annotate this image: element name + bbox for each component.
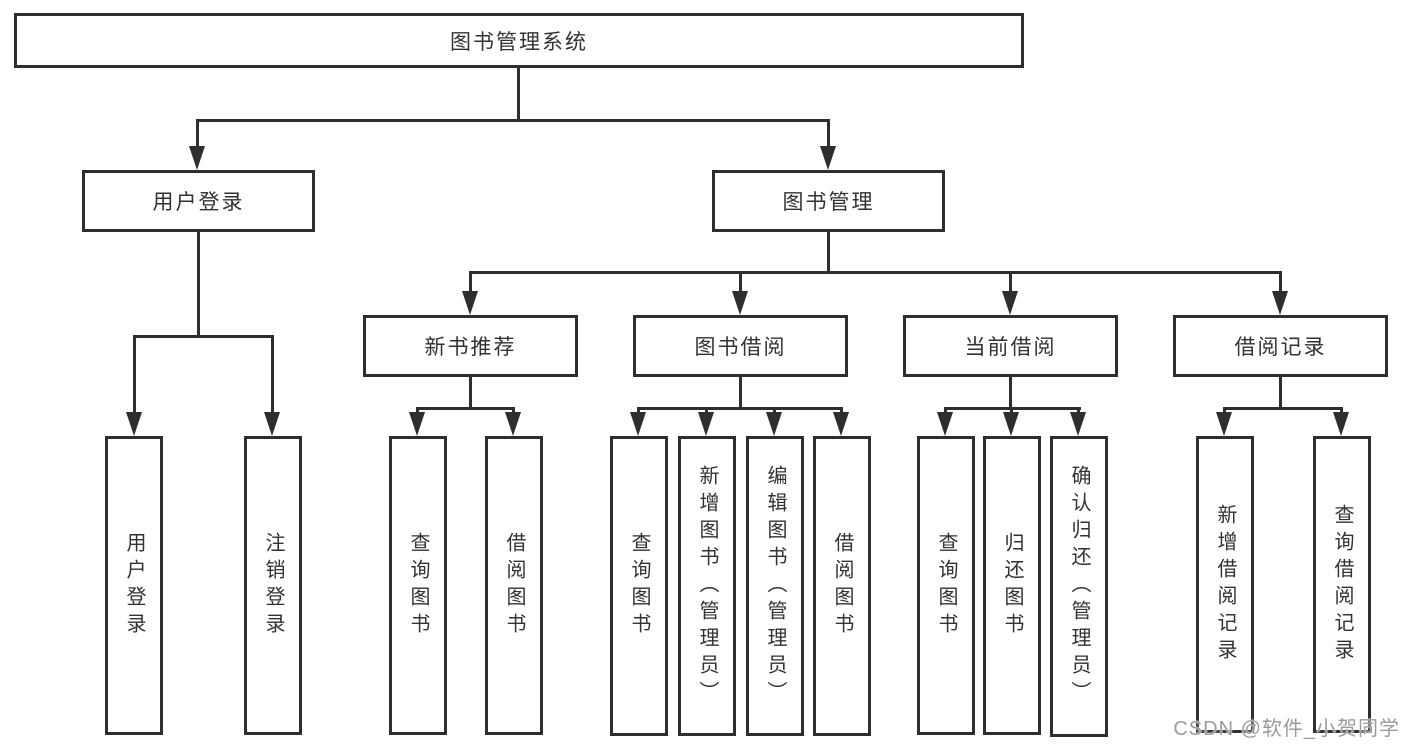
connector-line [1009,377,1012,410]
arrow-down-icon [732,291,748,315]
leaf-logout: 注销登录 [244,436,302,735]
leaf-query-books-borrowing: 查询图书 [610,436,668,736]
arrow-down-icon [1333,412,1349,436]
leaf-add-borrow-record: 新增借阅记录 [1196,436,1254,733]
connector-line [739,271,742,293]
arrow-down-icon [1272,291,1288,315]
connector-line [1340,407,1343,415]
arrow-down-icon [1216,412,1232,436]
node-book-borrowing: 图书借阅 [633,315,848,377]
node-book-management: 图书管理 [712,170,945,232]
connector-line [517,68,520,120]
connector-line [1010,407,1013,415]
leaf-return-books: 归还图书 [983,436,1041,735]
connector-line [1223,407,1343,410]
arrow-down-icon [698,412,714,436]
arrow-down-icon [630,412,646,436]
connector-line [739,377,742,410]
node-current-borrowing: 当前借阅 [903,315,1118,377]
arrow-down-icon [1003,412,1019,436]
connector-line [1279,271,1282,293]
connector-line [416,407,419,415]
leaf-borrow-books: 借阅图书 [813,436,871,736]
connector-line [416,407,515,410]
leaf-edit-books-admin: 编辑图书（管理员） [746,436,804,736]
arrow-down-icon [1002,291,1018,315]
connector-line [196,119,830,122]
arrow-down-icon [766,412,782,436]
connector-line [469,377,472,410]
arrow-down-icon [409,412,425,436]
leaf-query-books-current: 查询图书 [917,436,975,735]
node-borrow-records: 借阅记录 [1173,315,1388,377]
connector-line [512,407,515,415]
arrow-down-icon [462,291,478,315]
arrow-down-icon [820,146,836,170]
connector-line [827,119,830,148]
connector-line [1009,271,1012,293]
leaf-query-borrow-record: 查询借阅记录 [1313,436,1371,733]
arrow-down-icon [937,412,953,436]
connector-line [469,271,1281,274]
connector-line [196,119,199,148]
connector-line [637,407,843,410]
arrow-down-icon [1070,412,1086,436]
connector-line [944,407,947,415]
connector-line [1223,407,1226,415]
node-user-login: 用户登录 [82,170,315,232]
connector-line [469,271,472,293]
connector-line [133,335,274,338]
connector-line [133,335,136,412]
arrow-down-icon [126,412,142,436]
connector-line [705,407,708,415]
connector-line [1077,407,1080,415]
leaf-user-login: 用户登录 [105,436,163,735]
arrow-down-icon [833,412,849,436]
connector-line [840,407,843,415]
connector-line [1279,377,1282,410]
leaf-add-books-admin: 新增图书（管理员） [678,436,736,736]
arrow-down-icon [189,146,205,170]
connector-line [827,232,830,273]
connector-line [773,407,776,415]
arrow-down-icon [505,412,521,436]
leaf-query-books-recommend: 查询图书 [389,436,447,735]
connector-line [271,335,274,412]
connector-line [197,232,200,337]
node-new-book-recommend: 新书推荐 [363,315,578,377]
arrow-down-icon [264,412,280,436]
connector-line [637,407,640,415]
csdn-watermark: CSDN @软件_小贺同学 [1173,718,1400,740]
leaf-confirm-return-admin: 确认归还（管理员） [1050,436,1108,737]
node-root-system: 图书管理系统 [14,13,1024,68]
leaf-borrow-books-recommend: 借阅图书 [485,436,543,735]
